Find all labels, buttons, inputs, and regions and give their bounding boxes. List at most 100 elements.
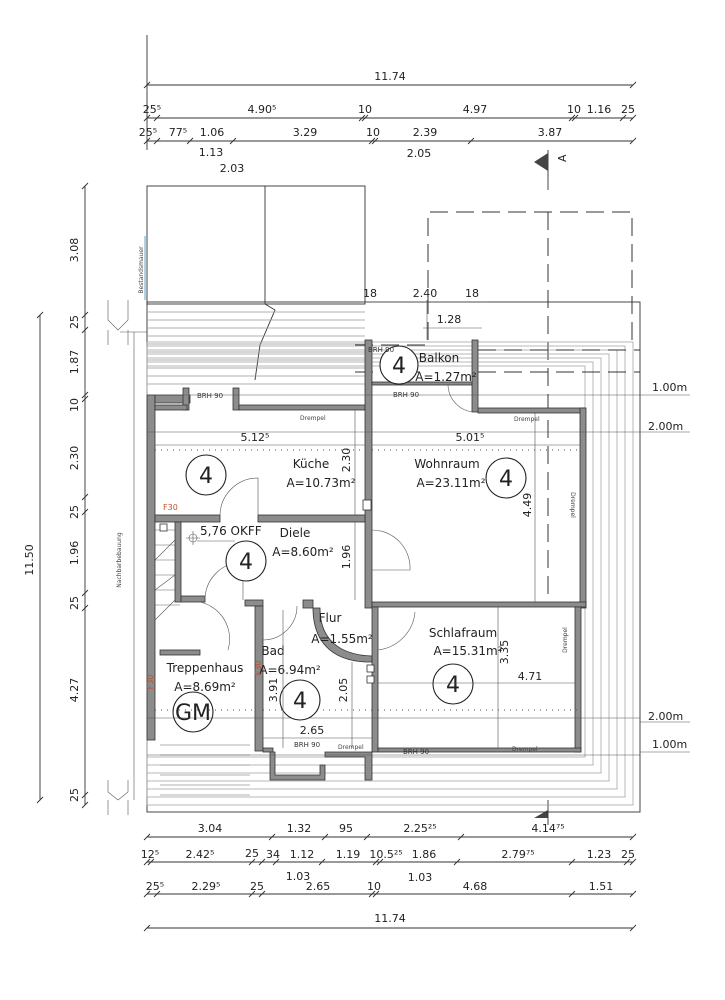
floor-number: 4 xyxy=(446,673,460,698)
dim: 25 xyxy=(621,103,635,116)
room-treppenhaus[interactable]: GM Treppenhaus A=8.69m² xyxy=(166,661,244,733)
drempel-note: Drempel xyxy=(562,627,569,653)
height-lines: 1.00m 2.00m 2.00m 1.00m xyxy=(640,381,690,753)
room-area: A=1.27m² xyxy=(415,370,477,384)
drempel-note: Drempel xyxy=(338,744,364,751)
floor-number: GM xyxy=(175,701,211,726)
fire-rating: F30 xyxy=(163,503,178,512)
svg-text:3.04: 3.04 xyxy=(198,822,223,835)
svg-text:3.08: 3.08 xyxy=(68,238,81,263)
floor-number: 4 xyxy=(199,464,213,489)
svg-text:3.35: 3.35 xyxy=(498,640,511,665)
room-name: Bad xyxy=(261,644,284,658)
brh-note: BRH 90 xyxy=(403,748,429,756)
svg-text:5.12⁵: 5.12⁵ xyxy=(241,431,270,444)
svg-text:2.25²⁵: 2.25²⁵ xyxy=(403,822,436,835)
svg-text:25: 25 xyxy=(68,505,81,519)
room-bad[interactable]: 4 Bad A=6.94m² xyxy=(259,644,321,721)
svg-text:1.00m: 1.00m xyxy=(652,738,687,751)
svg-text:95: 95 xyxy=(339,822,353,835)
room-balkon[interactable]: 4 Balkon A=1.27m² xyxy=(379,345,477,385)
brh-note: BRH 90 xyxy=(294,741,320,749)
room-schlafraum[interactable]: 4 Schlafraum A=15.31m² xyxy=(429,626,503,705)
svg-text:18: 18 xyxy=(465,287,479,300)
dim: 2.05 xyxy=(407,147,432,160)
dim: 4.90⁵ xyxy=(248,103,277,116)
dim: 1.16 xyxy=(587,103,612,116)
dim: 10 xyxy=(358,103,372,116)
room-area: A=15.31m² xyxy=(433,644,502,658)
room-area: A=8.60m² xyxy=(272,545,334,559)
room-kueche[interactable]: 4 Küche A=10.73m² xyxy=(185,454,356,496)
svg-text:2.79⁷⁵: 2.79⁷⁵ xyxy=(501,848,534,861)
svg-text:25: 25 xyxy=(250,880,264,893)
svg-text:4.14⁷⁵: 4.14⁷⁵ xyxy=(531,822,564,835)
room-wohnraum[interactable]: 4 Wohnraum A=23.11m² xyxy=(414,457,527,499)
svg-text:25: 25 xyxy=(68,315,81,329)
svg-text:2.30: 2.30 xyxy=(68,446,81,471)
svg-text:1.03: 1.03 xyxy=(408,871,433,884)
dim: 10 xyxy=(366,126,380,139)
room-name: Diele xyxy=(280,526,311,540)
svg-text:10.5²⁵: 10.5²⁵ xyxy=(369,848,402,861)
svg-text:2.00m: 2.00m xyxy=(648,420,683,433)
svg-text:4.68: 4.68 xyxy=(463,880,488,893)
brh-note: BRH 90 xyxy=(393,391,419,399)
svg-text:1.32: 1.32 xyxy=(287,822,312,835)
room-area: A=8.69m² xyxy=(174,680,236,694)
dim: 1.13 xyxy=(199,146,224,159)
section-marker-top: A xyxy=(534,150,569,190)
svg-text:25⁵: 25⁵ xyxy=(146,880,164,893)
svg-text:25: 25 xyxy=(68,596,81,610)
svg-text:1.96: 1.96 xyxy=(340,545,353,570)
svg-text:2.29⁵: 2.29⁵ xyxy=(192,880,221,893)
drempel-note: Drempel xyxy=(300,415,326,422)
svg-text:1.23: 1.23 xyxy=(587,848,612,861)
room-area: A=6.94m² xyxy=(259,663,321,677)
svg-text:1.03: 1.03 xyxy=(286,870,311,883)
room-diele[interactable]: 4 Diele A=8.60m² xyxy=(225,526,334,582)
neighbor-label: Nachbarbebauung xyxy=(116,532,123,588)
svg-text:2.65: 2.65 xyxy=(300,724,325,737)
interior-dimensions: 5.12⁵ 5.01⁵ 2.30 4.49 1.96 3.91 2.05 2.6… xyxy=(155,410,580,748)
dim: 25⁵ xyxy=(143,103,161,116)
svg-text:34: 34 xyxy=(266,848,280,861)
svg-text:5,76 OKFF: 5,76 OKFF xyxy=(200,524,262,538)
svg-text:2.30: 2.30 xyxy=(340,448,353,473)
svg-text:10: 10 xyxy=(367,880,381,893)
svg-text:25: 25 xyxy=(621,848,635,861)
brh-note: BRH 90 xyxy=(368,346,394,354)
svg-text:1.86: 1.86 xyxy=(412,848,437,861)
floor-number: 4 xyxy=(392,354,406,379)
room-name: Küche xyxy=(293,457,329,471)
bottom-dimensions: 3.04 1.32 95 2.25²⁵ 4.14⁷⁵ 12⁵ 2.42⁵ 25 … xyxy=(141,822,637,932)
fire-rating: F30 xyxy=(254,661,263,676)
svg-text:2.00m: 2.00m xyxy=(648,710,683,723)
level-marker: 5,76 OKFF xyxy=(186,524,262,545)
dim: 25⁵ xyxy=(139,126,157,139)
doors xyxy=(154,384,479,651)
balcony-dimensions: 18 2.40 18 1.28 xyxy=(360,287,486,340)
dim: 4.97 xyxy=(463,103,488,116)
annotations: BRH 90 BRH 90 BRH 90 BRH 90 BRH 90 Dremp… xyxy=(146,346,576,756)
svg-text:1.00m: 1.00m xyxy=(652,381,687,394)
floor-number: 4 xyxy=(499,467,513,492)
dim: 10 xyxy=(567,103,581,116)
svg-text:1.51: 1.51 xyxy=(589,880,614,893)
svg-text:1.96: 1.96 xyxy=(68,541,81,566)
dim: 1.06 xyxy=(200,126,225,139)
existing-wall-label: Bestandsmauer xyxy=(138,246,145,294)
drempel-note: Drempel xyxy=(569,492,576,518)
room-name: Treppenhaus xyxy=(166,661,244,675)
brh-note: BRH 90 xyxy=(197,392,223,400)
dim-total-top: 11.74 xyxy=(374,70,406,83)
room-flur[interactable]: Flur A=1.55m² xyxy=(311,611,373,646)
dim: 77⁵ xyxy=(169,126,187,139)
dim: 2.39 xyxy=(413,126,438,139)
svg-text:2.42⁵: 2.42⁵ xyxy=(186,848,215,861)
svg-text:1.87: 1.87 xyxy=(68,350,81,375)
svg-text:1.28: 1.28 xyxy=(437,313,462,326)
svg-text:1.12: 1.12 xyxy=(290,848,315,861)
dim-total-left: 11.50 xyxy=(23,544,36,576)
